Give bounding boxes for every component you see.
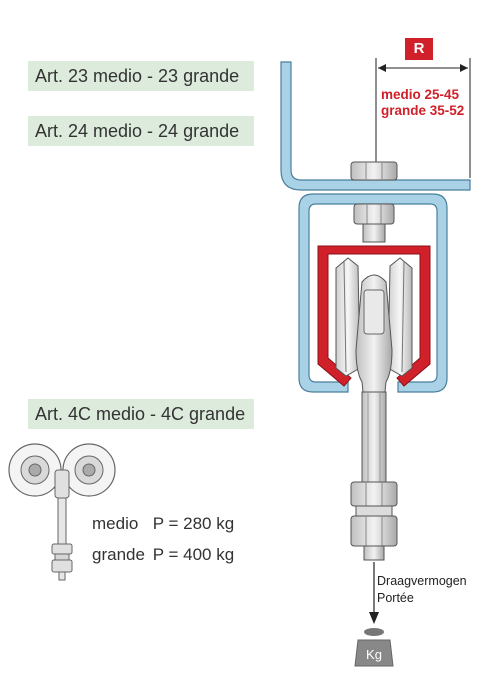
grande-range-text: grande 35-52 xyxy=(381,103,465,118)
trolley-frame xyxy=(317,245,431,387)
dimension-badge: R xyxy=(405,38,433,60)
weight-icon xyxy=(354,628,394,667)
medio-range-text: medio 25-45 xyxy=(381,87,460,102)
hanger-bolt xyxy=(350,391,398,561)
spec-load: P = 280 kg xyxy=(152,514,235,533)
wheel-right xyxy=(387,257,413,377)
axle-block xyxy=(355,274,393,393)
spec-row-medio: medio P = 280 kg xyxy=(92,514,234,534)
load-label-fr: Portée xyxy=(377,591,414,605)
dimension-r xyxy=(375,58,471,178)
spec-row-grande: grande P = 400 kg xyxy=(92,545,234,565)
inner-nut xyxy=(353,203,395,243)
rail-profile xyxy=(298,193,448,393)
label-art23: Art. 23 medio - 23 grande xyxy=(28,61,254,91)
weight-text: Kg xyxy=(366,647,382,662)
spec-load: P = 400 kg xyxy=(152,545,235,564)
top-nut xyxy=(350,161,398,181)
spec-size: grande xyxy=(92,545,145,564)
spec-size: medio xyxy=(92,514,139,533)
load-label-nl: Draagvermogen xyxy=(377,574,467,588)
small-trolley xyxy=(8,443,116,581)
mounting-bracket xyxy=(280,61,471,191)
label-art24: Art. 24 medio - 24 grande xyxy=(28,116,254,146)
label-art4c: Art. 4C medio - 4C grande xyxy=(28,399,254,429)
load-arrow xyxy=(369,562,379,624)
